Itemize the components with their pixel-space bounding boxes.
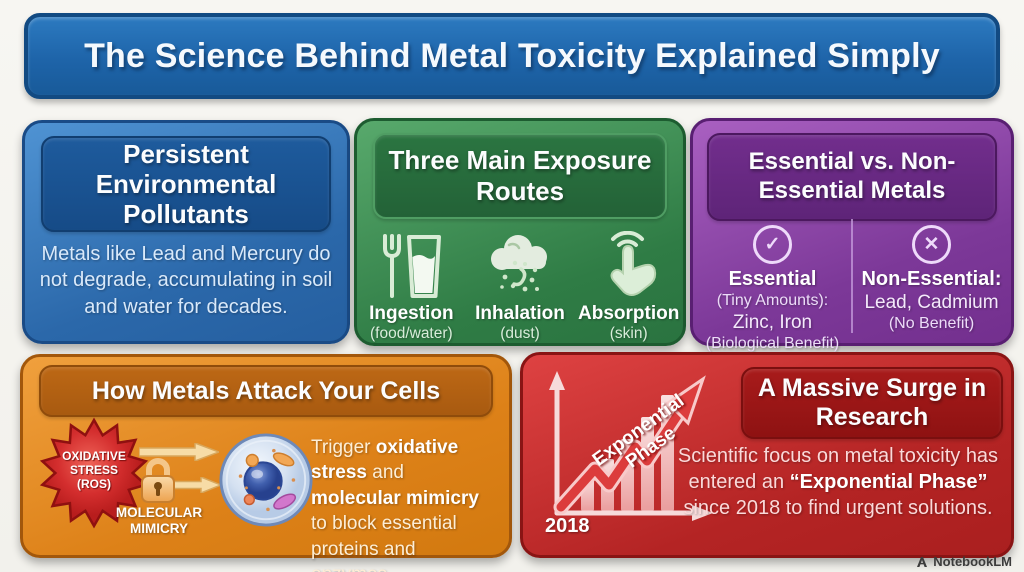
non-essential-metals-list: Lead, Cadmium (864, 292, 999, 313)
column-divider (851, 219, 853, 333)
non-essential-heading: Non-Essential: (861, 268, 1002, 290)
essential-heading: Essential (728, 268, 817, 290)
card-title-metals: Essential vs. Non-Essential Metals (707, 133, 997, 221)
card-essential-metals: Essential vs. Non-Essential Metals ✓ Ess… (690, 118, 1014, 352)
cell-illustration (217, 431, 315, 529)
card-title-research: A Massive Surge in Research (741, 367, 1003, 439)
exposure-routes-row: Ingestion (food/water) (357, 225, 683, 343)
brand-footer: NotebookLM (915, 554, 1012, 569)
route-sublabel: (skin) (609, 325, 648, 342)
page-title: The Science Behind Metal Toxicity Explai… (84, 36, 940, 75)
title-banner: The Science Behind Metal Toxicity Explai… (24, 13, 1000, 99)
route-absorption: Absorption (skin) (574, 225, 683, 343)
oxidative-stress-starburst-icon: OXIDATIVE STRESS (ROS) (37, 417, 151, 529)
dust-cloud-icon (466, 225, 575, 301)
route-sublabel: (food/water) (369, 325, 453, 342)
pollutants-body-text: Metals like Lead and Mercury do not degr… (39, 243, 333, 318)
route-ingestion: Ingestion (food/water) (357, 225, 466, 343)
card-research-surge: Exponential Phase 2018 A Massive Surge i… (520, 352, 1014, 558)
arrow-right-icon (138, 441, 222, 466)
brand-label: NotebookLM (933, 554, 1012, 569)
card-exposure-routes: Three Main Exposure Routes Ingestion (354, 118, 686, 346)
card-persistent-pollutants: Persistent Environmental Pollutants Meta… (22, 120, 350, 344)
lock-icon (135, 453, 181, 505)
essential-line: (Tiny Amounts): (716, 292, 829, 309)
molecular-mimicry-label: MOLECULAR MIMICRY (115, 505, 203, 536)
card-title-pollutants: Persistent Environmental Pollutants (41, 136, 331, 232)
research-body-text: Scientific focus on metal toxicity has e… (677, 445, 999, 519)
route-label: Absorption (578, 303, 680, 324)
chart-year-label: 2018 (545, 515, 590, 537)
non-essential-column: ✕ Non-Essential: Lead, Cadmium (No Benef… (852, 225, 1011, 353)
attack-body-text: Trigger oxidative stress and molecular m… (311, 437, 479, 572)
fork-glass-icon (357, 225, 466, 301)
route-sublabel: (dust) (500, 325, 540, 342)
card-title-attack: How Metals Attack Your Cells (39, 365, 493, 417)
essential-column: ✓ Essential (Tiny Amounts): Zinc, Iron (… (693, 225, 852, 353)
non-essential-benefit: (No Benefit) (888, 315, 975, 333)
essential-metals-list: Zinc, Iron (732, 311, 813, 333)
notebooklm-logo-icon (915, 555, 929, 569)
touch-hand-icon (574, 225, 683, 301)
starburst-label: OXIDATIVE STRESS (ROS) (62, 449, 126, 492)
route-label: Inhalation (475, 303, 565, 324)
route-inhalation: Inhalation (dust) (466, 225, 575, 343)
x-circle-icon: ✕ (912, 225, 951, 264)
check-circle-icon: ✓ (753, 225, 792, 264)
essential-benefit: (Biological Benefit) (705, 334, 840, 352)
card-title-exposure: Three Main Exposure Routes (373, 133, 667, 219)
exponential-growth-chart (537, 363, 741, 547)
card-metal-attack: How Metals Attack Your Cells OXIDATIVE S… (20, 354, 512, 572)
metals-columns: ✓ Essential (Tiny Amounts): Zinc, Iron (… (693, 225, 1011, 353)
route-label: Ingestion (369, 303, 454, 324)
arrow-right-icon (170, 475, 224, 498)
